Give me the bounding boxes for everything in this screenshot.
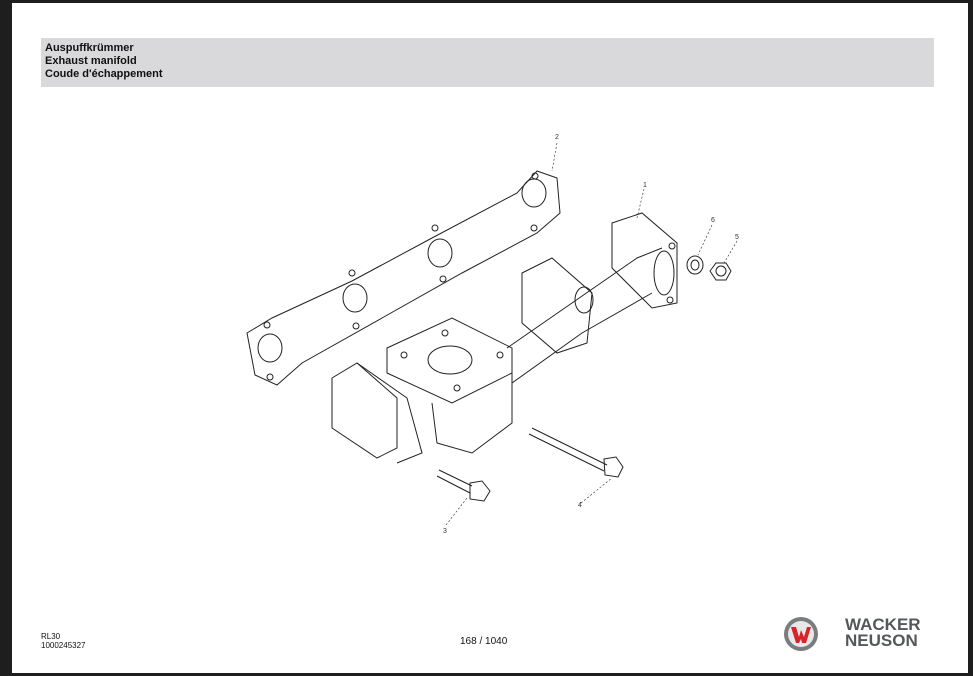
callout-4: 4	[578, 502, 582, 509]
document-page: Auspuffkrümmer Exhaust manifold Coude d'…	[12, 3, 968, 673]
callout-2: 2	[555, 134, 559, 141]
page-indicator: 168 / 1040	[460, 636, 508, 647]
callout-1: 1	[643, 182, 647, 189]
brand-line-1: WACKER	[845, 615, 921, 634]
title-german: Auspuffkrümmer	[45, 42, 134, 54]
brand-line-2: NEUSON	[845, 631, 918, 650]
brand-name: WACKER NEUSON	[845, 615, 921, 650]
manifold-part	[331, 212, 678, 464]
callout-6: 6	[711, 217, 715, 224]
callout-5: 5	[735, 234, 739, 241]
bolt-part-3	[436, 469, 491, 502]
title-french: Coude d'échappement	[45, 68, 163, 80]
washer-part	[686, 255, 704, 275]
callout-3: 3	[443, 528, 447, 535]
nut-part	[709, 262, 732, 281]
wacker-neuson-logo-icon	[784, 617, 818, 651]
doc-number: 1000245327	[41, 641, 86, 650]
title-english: Exhaust manifold	[45, 55, 137, 67]
footer-model-info: RL30 1000245327	[41, 632, 86, 650]
title-box: Auspuffkrümmer Exhaust manifold Coude d'…	[41, 38, 934, 87]
bolt-part-4	[528, 427, 624, 478]
gasket-part	[246, 170, 561, 386]
model-name: RL30	[41, 632, 61, 641]
exploded-parts-diagram: 2 1 6 5 3 4	[246, 134, 739, 535]
